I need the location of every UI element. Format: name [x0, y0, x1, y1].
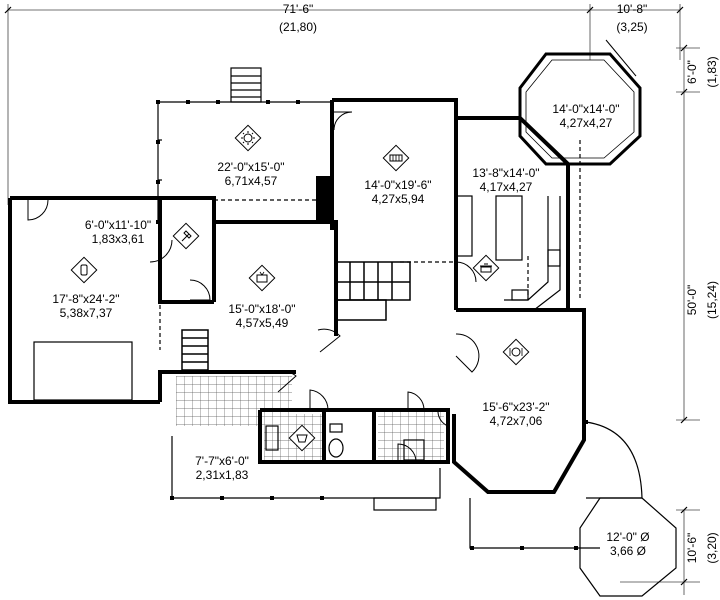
room-size-imperial: 14'-0"x14'-0" — [552, 102, 620, 116]
door-swings — [27, 111, 480, 463]
laundry-icon — [288, 424, 316, 452]
room-size-imperial: 14'-0"x19'-6" — [364, 178, 432, 192]
hammer-icon — [172, 222, 200, 250]
octagon-depth: 6'-0" — [685, 60, 699, 84]
room-label-gazebo: 12'-0" Ø 3,66 Ø — [606, 530, 649, 558]
room-size-metric: 6,71x4,57 — [224, 174, 278, 188]
bath-fixtures — [265, 423, 425, 461]
plate-icon — [502, 338, 530, 366]
room-size-imperial: 17'-8"x24'-2" — [52, 292, 120, 306]
dimension-ticks — [4, 6, 688, 586]
overall-width-metric-label: (21,80) — [279, 20, 317, 34]
exterior-walls — [8, 98, 586, 494]
room-label-living-room: 14'-0"x19'-6" 4,27x5,94 — [364, 178, 431, 206]
interior-walls — [181, 261, 411, 371]
octagon-depth-metric: (1,83) — [705, 56, 719, 88]
room-size-imperial: 6'-0"x11'-10" — [84, 218, 152, 232]
sun-icon — [234, 124, 262, 152]
room-label-laundry: 7'-7"x6'-0" 2,31x1,83 — [195, 454, 249, 482]
room-size-metric: 2,31x1,83 — [195, 468, 249, 482]
porch-depth: 10'-6" — [685, 532, 699, 564]
overall-width-label: 71'-6" — [283, 2, 314, 16]
octagon-width-metric: (3,25) — [616, 20, 648, 34]
room-size-imperial: 12'-0" Ø — [606, 530, 650, 544]
porch-outlines — [33, 67, 677, 597]
octagon-width: 10'-8" — [616, 2, 648, 16]
overall-width: 71'-6" — [282, 2, 314, 16]
pot-icon — [472, 254, 500, 282]
room-size-metric: 4,57x5,49 — [235, 316, 289, 330]
sofa-icon — [382, 144, 410, 172]
room-size-metric: 4,72x7,06 — [489, 414, 543, 428]
room-size-metric: 4,27x4,27 — [559, 116, 613, 130]
octagon-width-metric-label: (3,25) — [616, 20, 647, 34]
overall-depth-metric: (15,24) — [705, 280, 719, 320]
room-size-metric: 3,66 Ø — [609, 544, 647, 558]
room-size-imperial: 22'-0"x15'-0" — [217, 160, 285, 174]
octagon-width-label: 10'-8" — [617, 2, 648, 16]
kitchen-fixtures — [455, 195, 561, 311]
room-size-imperial: 15'-6"x23'-2" — [482, 400, 550, 414]
room-size-imperial: 13'-8"x14'-0" — [472, 166, 540, 180]
room-label-screened-porch: 22'-0"x15'-0" 6,71x4,57 — [217, 160, 284, 188]
porch-depth-metric: (3,20) — [705, 532, 719, 564]
room-size-metric: 4,27x5,94 — [371, 192, 425, 206]
room-size-imperial: 15'-0"x18'-0" — [228, 302, 296, 316]
overall-depth: 50'-0" — [685, 284, 699, 316]
dimension-lines — [7, 4, 700, 595]
room-label-family-room: 15'-0"x18'-0" 4,57x5,49 — [228, 302, 295, 330]
room-label-garage: 17'-8"x24'-2" 5,38x7,37 — [52, 292, 119, 320]
room-size-metric: 4,17x4,27 — [479, 180, 533, 194]
room-size-imperial: 7'-7"x6'-0" — [195, 454, 249, 468]
overall-width-metric: (21,80) — [278, 20, 318, 34]
car-icon — [70, 256, 98, 284]
room-label-kitchen: 13'-8"x14'-0" 4,17x4,27 — [472, 166, 539, 194]
room-size-metric: 1,83x3,61 — [91, 232, 145, 246]
room-label-workshop: 6'-0"x11'-10" 1,83x3,61 — [85, 218, 151, 246]
room-label-octagon-room: 14'-0"x14'-0" 4,27x4,27 — [552, 102, 619, 130]
octagon-room-outline — [518, 52, 642, 166]
tv-icon — [248, 264, 276, 292]
room-label-dining-room: 15'-6"x23'-2" 4,72x7,06 — [482, 400, 549, 428]
room-size-metric: 5,38x7,37 — [59, 306, 113, 320]
